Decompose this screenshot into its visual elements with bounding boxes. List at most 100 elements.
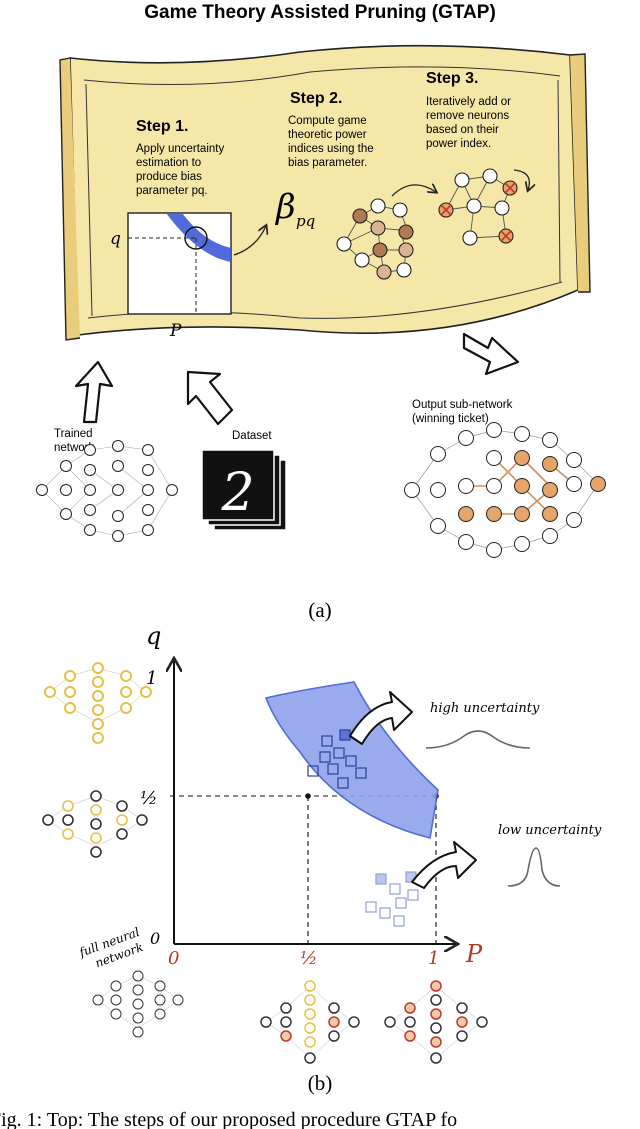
step-3: Step 3. Iteratively add or remove neuron… (426, 70, 529, 246)
neuron (84, 444, 96, 456)
neuron (404, 482, 420, 498)
neuron (60, 508, 72, 520)
graph-node (494, 200, 510, 216)
low-uncertainty-curve (507, 847, 561, 887)
graph-node (398, 242, 414, 258)
neuron (514, 426, 530, 442)
step-1-line-4: parameter pq. (136, 185, 208, 197)
network-q-half (42, 790, 148, 858)
neuron (60, 460, 72, 472)
graph-node (392, 202, 408, 218)
neuron (430, 446, 446, 462)
step-2-line-4: bias parameter. (288, 157, 367, 169)
neuron (486, 450, 502, 466)
trained-network: Trained network (36, 428, 178, 542)
high-uncertainty-samples (307, 729, 367, 789)
step-2-heading: Step 2. (290, 90, 342, 107)
step-2-line-3: indices using the (288, 143, 374, 155)
trained-network-line-1: Trained (54, 428, 93, 440)
x-tick-half: ½ (300, 948, 317, 969)
neuron (566, 512, 582, 528)
step-3-line-1: Iteratively add or (426, 96, 511, 108)
step-3-line-2: remove neurons (426, 110, 509, 122)
arrow-trained-to-scroll (74, 360, 114, 424)
neuron (458, 430, 474, 446)
network-q-1 (44, 662, 152, 744)
neuron (112, 510, 124, 522)
neuron (112, 460, 124, 472)
caption-b: (b) (308, 1071, 333, 1095)
arrow-scroll-to-output (462, 332, 520, 376)
neuron (514, 478, 530, 494)
graph-node (336, 236, 352, 252)
neuron (142, 504, 154, 516)
figure-caption-footer: Fig. 1: Top: The steps of our proposed p… (0, 1109, 457, 1129)
neuron (514, 536, 530, 552)
origin-y-label: 0 (150, 929, 160, 948)
step-1-line-3: produce bias (136, 171, 202, 183)
network-p-half (260, 980, 360, 1064)
neuron (566, 452, 582, 468)
high-uncertainty-band (264, 681, 439, 839)
neuron (142, 444, 154, 456)
arrow-dataset-to-scroll (186, 370, 234, 426)
neuron (542, 482, 558, 498)
beta-subscript: pq (296, 212, 315, 230)
neuron (514, 506, 530, 522)
dataset-digit: 2 (220, 463, 254, 523)
digit-image (201, 449, 275, 521)
neuron (84, 464, 96, 476)
removed-node-crosses (440, 182, 516, 242)
neuron (142, 464, 154, 476)
neuron (36, 484, 48, 496)
neuron (486, 478, 502, 494)
step-1: Step 1. Apply uncertainty estimation to … (110, 118, 266, 341)
graph-node (370, 220, 386, 236)
output-line-1: Output sub-network (412, 399, 513, 411)
neuron (84, 504, 96, 516)
graph-node (466, 198, 482, 214)
beta-symbol: β (274, 187, 296, 227)
step-3-heading: Step 3. (426, 70, 478, 87)
neuron (112, 440, 124, 452)
graph-node (396, 262, 412, 278)
neuron (458, 506, 474, 522)
graph-node (372, 242, 388, 258)
neuron (142, 524, 154, 536)
neuron (112, 484, 124, 496)
neuron (486, 542, 502, 558)
neuron (430, 518, 446, 534)
mini-plot-q-label: q (110, 229, 121, 249)
step-1-line-1: Apply uncertainty (136, 143, 224, 155)
uncertainty-mini-plot (127, 212, 232, 315)
step-2-line-2: theoretic power (288, 129, 367, 141)
neuron (458, 478, 474, 494)
graph-node (370, 198, 386, 214)
neuron (112, 530, 124, 542)
neuron (542, 456, 558, 472)
step-3-line-3: based on their (426, 124, 499, 136)
step-1-line-2: estimation to (136, 157, 201, 169)
neuron (166, 484, 178, 496)
full-network (92, 970, 184, 1038)
step-1-heading: Step 1. (136, 118, 188, 135)
step-2: Step 2. Compute game theoretic power ind… (274, 90, 436, 280)
low-uncertainty-label: low uncertainty (498, 823, 602, 838)
output-line-2: (winning ticket) (412, 413, 489, 425)
figure-title: Game Theory Assisted Pruning (GTAP) (144, 2, 496, 23)
neuron (514, 450, 530, 466)
graph-node (462, 230, 478, 246)
high-uncertainty-curve (425, 730, 531, 749)
y-axis-label: q (146, 622, 161, 650)
neuron (542, 432, 558, 448)
step-3-line-4: power index. (426, 138, 491, 150)
graph-node (354, 252, 370, 268)
half-point-marker (305, 793, 311, 799)
y-tick-half: ½ (140, 788, 157, 809)
step-2-line-1: Compute game (288, 115, 367, 127)
neuron (590, 476, 606, 492)
graph-node (454, 172, 470, 188)
y-tick-1: 1 (146, 668, 157, 689)
caption-a: (a) (308, 598, 331, 622)
